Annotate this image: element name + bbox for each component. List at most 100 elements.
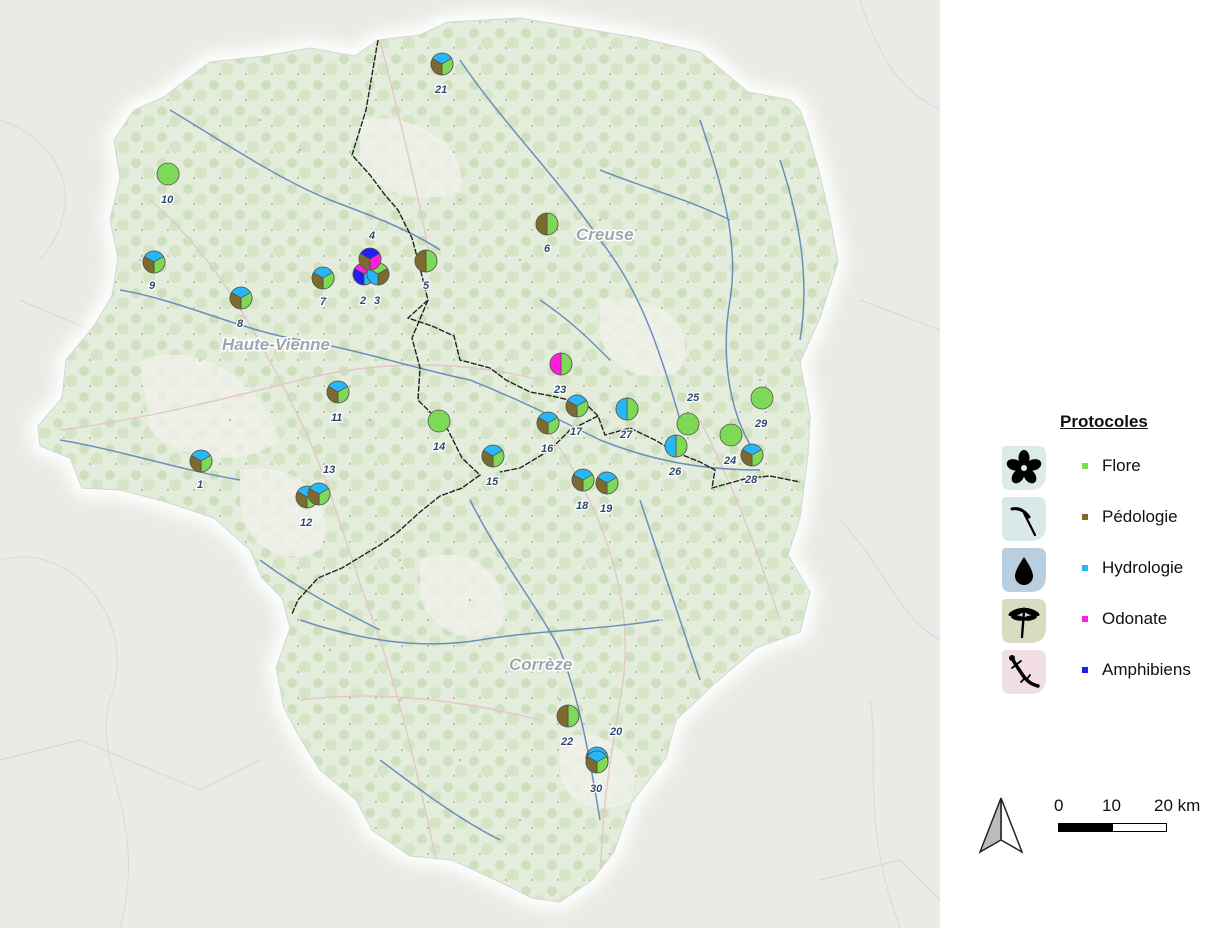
pie-outline [556,704,580,728]
site-marker[interactable]: 9 [142,250,166,293]
pie-outline [571,468,595,492]
pie-outline [615,397,639,421]
site-marker[interactable]: 28 [740,443,764,487]
map: Haute-Vienne Creuse Corrèze 1 2 3 4 5 6 … [0,0,940,928]
site-number: 9 [149,280,156,292]
legend-item-flore: Flore [990,444,1210,492]
pie-outline [549,352,573,376]
legend-label: Odonate [1102,609,1168,628]
site-number: 14 [433,441,445,453]
site-number: 3 [374,295,380,307]
pie-slice [427,409,451,433]
legend-swatch [1082,565,1088,571]
legend-label: Pédologie [1102,507,1178,526]
site-marker[interactable]: 6 [535,212,559,256]
flower-icon [1002,446,1046,490]
site-number: 2 [359,295,366,307]
salamander-icon [1002,650,1046,694]
site-number: 18 [576,500,589,512]
legend-label: Amphibiens [1102,660,1191,679]
pie-outline [740,443,764,467]
site-number: 5 [423,280,430,292]
site-marker[interactable]: 7 [311,266,335,309]
department-label-creuse: Creuse [576,225,634,244]
pie-outline [664,434,688,458]
site-marker[interactable]: 13 [307,463,337,506]
site-marker[interactable]: 26 [664,434,688,479]
site-marker[interactable]: 25 [676,391,701,436]
site-number: 6 [544,243,551,255]
site-marker[interactable]: 8 [229,286,253,331]
site-number: 11 [331,412,342,424]
site-marker[interactable]: 16 [536,411,560,456]
pie-outline [307,482,331,506]
site-marker[interactable]: 18 [571,468,595,513]
pie-slice [750,386,774,410]
legend-item-amphibiens: Amphibiens [990,648,1210,696]
pie-slice [156,162,180,186]
site-number: 29 [754,418,768,430]
site-number: 23 [553,384,566,396]
site-number: 1 [197,479,203,491]
site-marker[interactable]: 5 [414,249,438,293]
legend-label: Flore [1102,456,1141,475]
site-marker[interactable]: 30 [585,750,609,796]
site-marker[interactable]: 1 [189,449,213,492]
pie-outline [326,380,350,404]
site-number: 25 [686,392,700,404]
site-number: 8 [237,318,244,330]
pie-outline [142,250,166,274]
site-marker[interactable]: 23 [549,352,573,397]
site-marker[interactable]: 27 [615,397,639,442]
site-marker[interactable]: 21 [430,52,454,97]
site-marker[interactable]: 14 [427,409,451,454]
north-arrow-icon [978,797,1024,854]
site-marker[interactable]: 4 [358,229,382,271]
legend-swatch [1082,514,1088,520]
pickaxe-icon [1002,497,1046,541]
site-marker[interactable]: 10 [156,162,180,207]
legend-label: Hydrologie [1102,558,1184,577]
pie-outline [536,411,560,435]
site-marker[interactable]: 11 [326,380,350,425]
legend-swatch [1082,616,1088,622]
site-number: 28 [744,474,758,486]
water-drop-icon [1002,548,1046,592]
legend-item-pedologie: Pédologie [990,495,1210,543]
site-number: 15 [486,476,499,488]
site-number: 17 [570,426,583,438]
site-marker[interactable]: 29 [750,386,774,431]
site-number: 22 [560,736,573,748]
site-number: 19 [600,503,613,515]
site-marker[interactable]: 17 [565,394,589,439]
site-number: 26 [668,466,682,478]
pie-outline [358,247,382,271]
pie-outline [311,266,335,290]
scale-label-0: 0 [1054,796,1064,815]
site-number: 21 [434,84,447,96]
scale-label-20: 20 km [1154,796,1201,815]
site-marker[interactable]: 22 [556,704,580,749]
pie-outline [430,52,454,76]
pie-outline [481,444,505,468]
site-number: 4 [368,230,375,242]
pie-slice [719,423,743,447]
legend-item-odonate: Odonate [990,597,1210,645]
pie-outline [229,286,253,310]
site-number: 13 [323,464,335,476]
scale-label-10: 10 [1102,796,1121,815]
site-marker[interactable]: 15 [481,444,505,489]
scale-bar: 0 10 20 km [1050,796,1200,846]
site-number: 16 [541,443,554,455]
site-marker[interactable]: 24 [719,423,743,468]
legend-item-hydrologie: Hydrologie [990,546,1210,594]
department-label-correze: Corrèze [509,655,572,674]
legend-swatch [1082,463,1088,469]
site-number: 20 [609,726,623,738]
site-number: 27 [619,429,633,441]
site-number: 30 [590,783,603,795]
legend-swatch [1082,667,1088,673]
pie-outline [595,471,619,495]
pie-slice [676,412,700,436]
site-marker[interactable]: 19 [595,471,619,516]
